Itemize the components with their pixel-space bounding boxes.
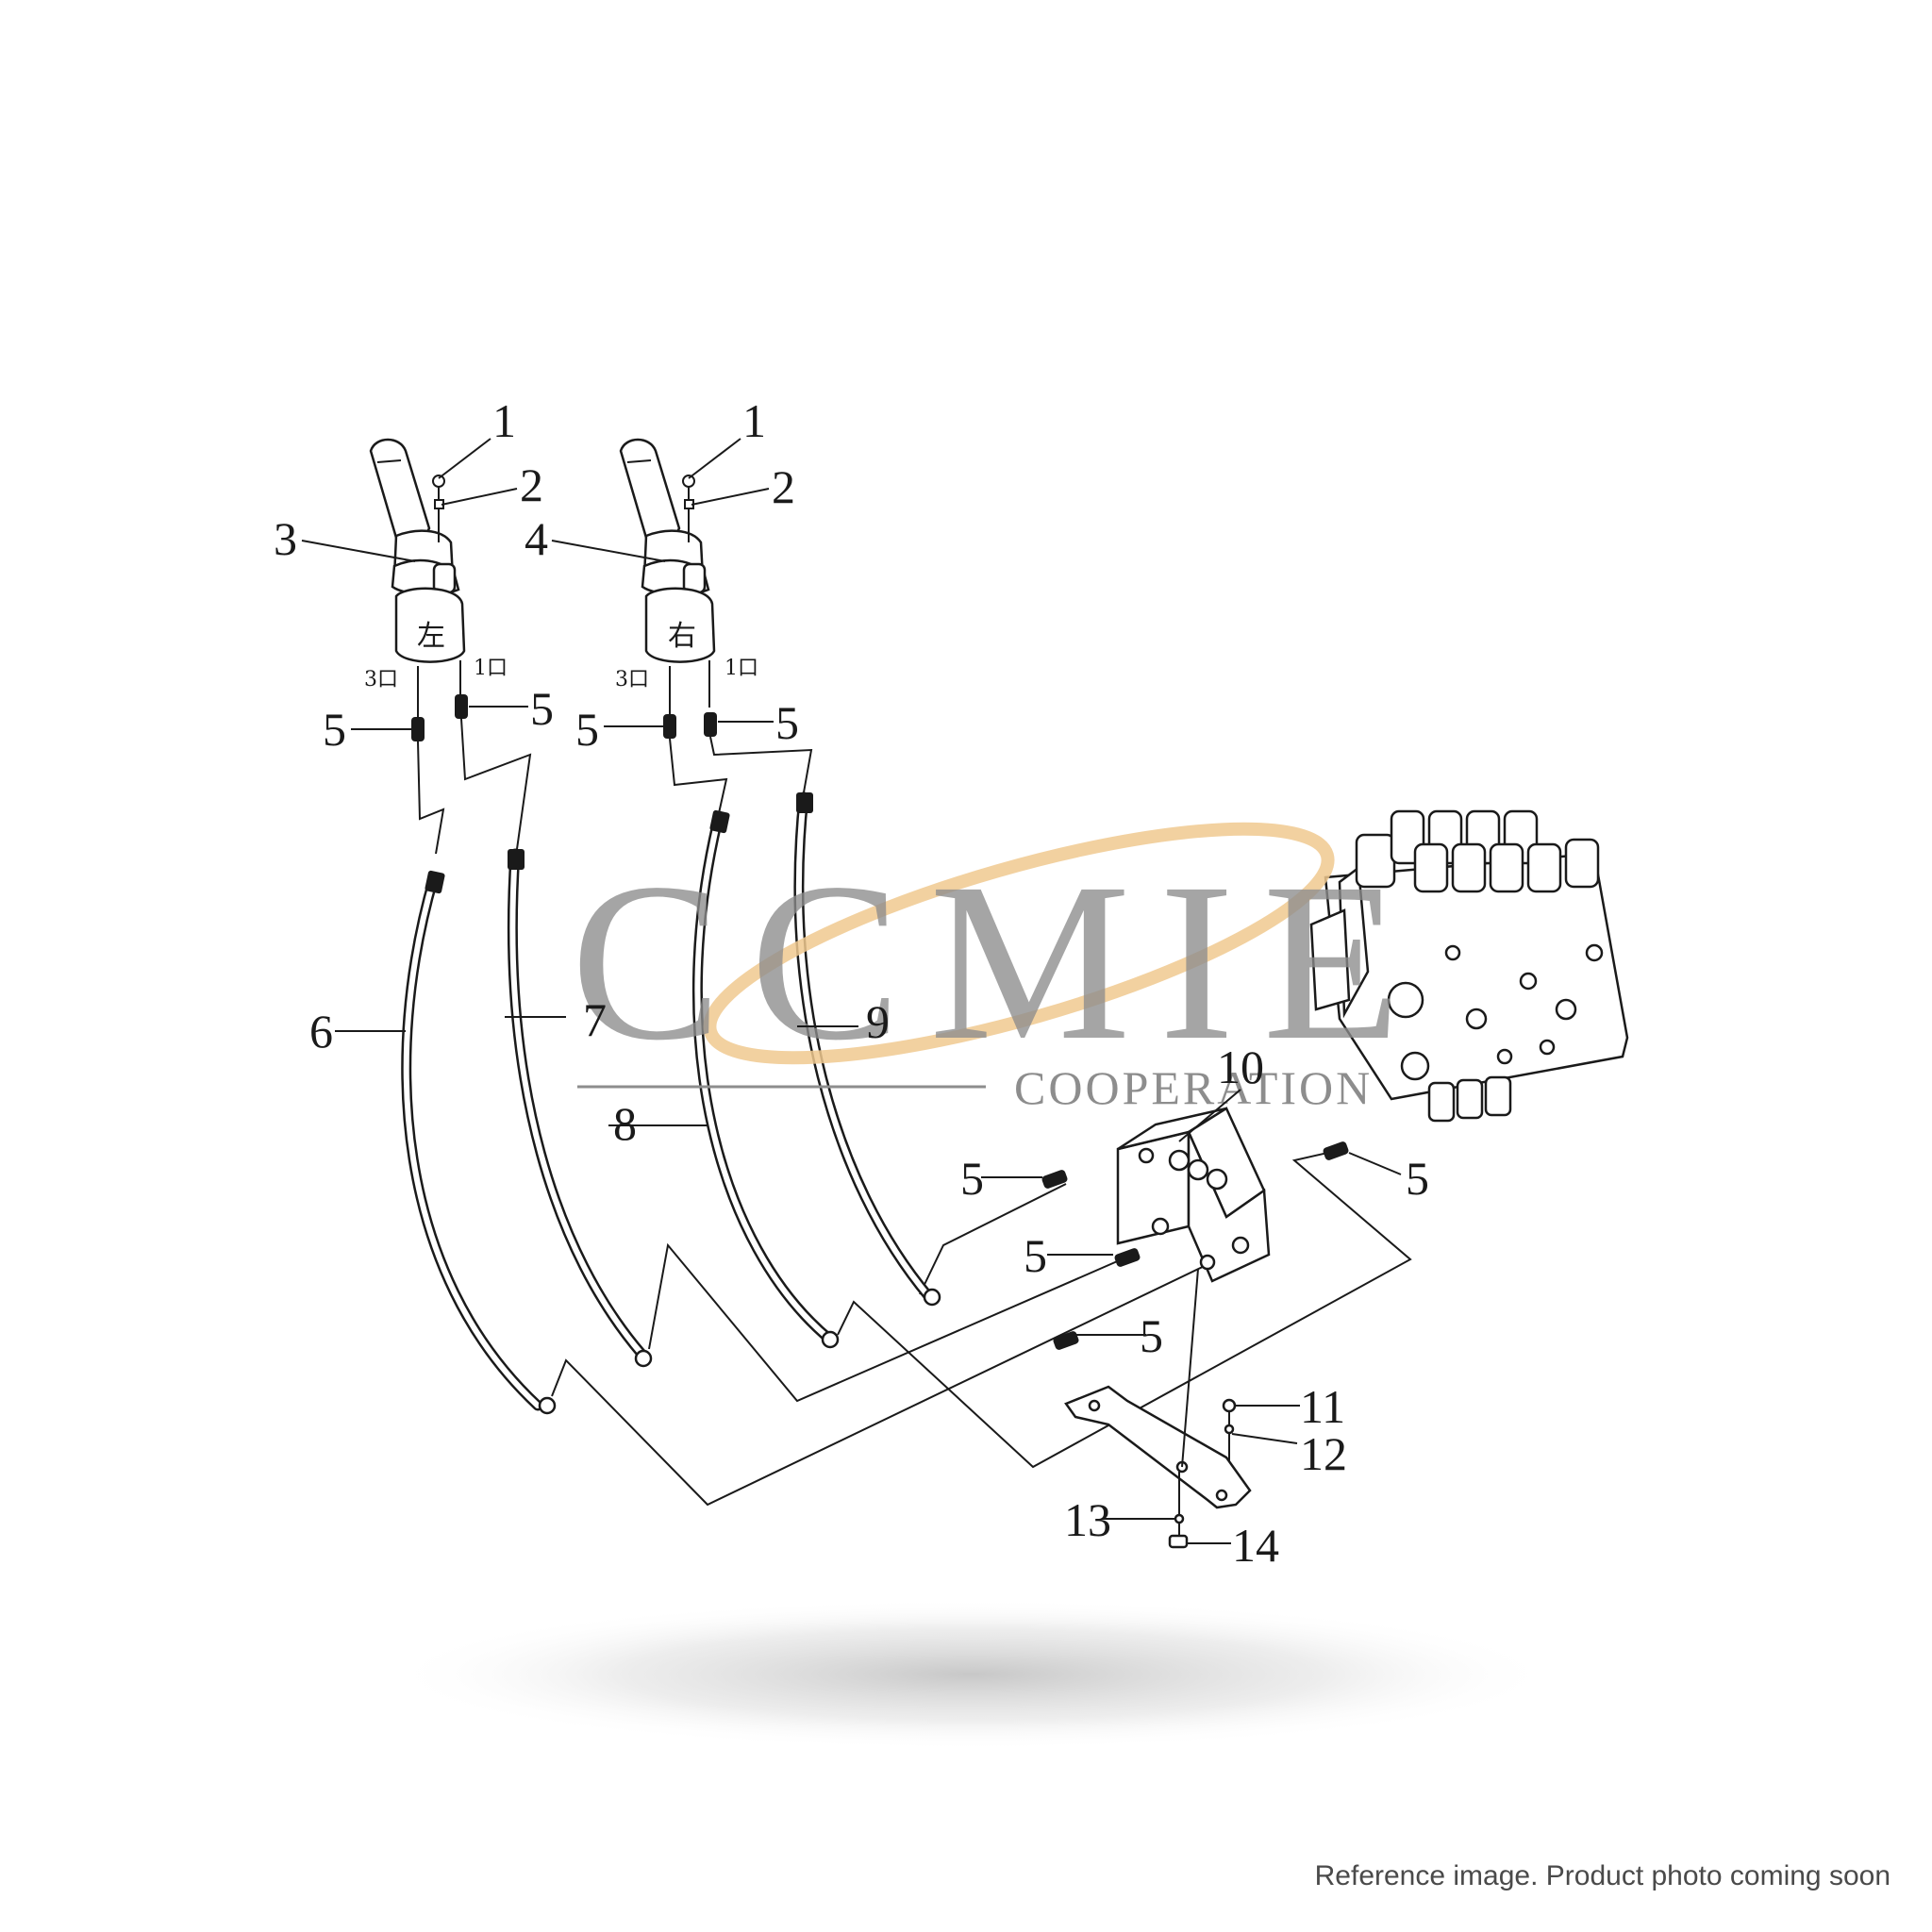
callout-3: 3 bbox=[274, 512, 297, 565]
callout-1-right: 1 bbox=[742, 394, 766, 447]
callout-5-h: 5 bbox=[1406, 1152, 1429, 1205]
callout-5-a: 5 bbox=[323, 703, 346, 756]
callout-8: 8 bbox=[613, 1097, 637, 1150]
main-control-valve bbox=[1309, 809, 1629, 1123]
callout-1-left: 1 bbox=[492, 394, 516, 447]
callout-4: 4 bbox=[525, 512, 548, 565]
right-port-1: 1口 bbox=[724, 657, 758, 680]
callout-10: 10 bbox=[1217, 1041, 1264, 1093]
callout-9: 9 bbox=[866, 995, 890, 1048]
callout-2-right: 2 bbox=[772, 460, 795, 513]
callout-5-g: 5 bbox=[1140, 1309, 1163, 1362]
callout-5-f: 5 bbox=[1024, 1229, 1047, 1282]
watermark-brand: CCMIE bbox=[571, 836, 1429, 1087]
leader-lines bbox=[301, 438, 1402, 1544]
watermark-tagline: COOPERATION bbox=[1014, 1061, 1373, 1114]
callout-2-left: 2 bbox=[520, 458, 543, 511]
right-hand-label: 右 bbox=[668, 620, 696, 653]
right-port-3: 3口 bbox=[615, 668, 649, 691]
callout-5-c: 5 bbox=[575, 703, 599, 756]
hoses bbox=[401, 791, 941, 1415]
watermark-swoosh bbox=[703, 822, 1335, 1065]
right-joystick: 右 bbox=[619, 438, 716, 722]
callout-13: 13 bbox=[1064, 1493, 1111, 1546]
watermark: CCMIE COOPERATION bbox=[571, 822, 1429, 1114]
callout-11: 11 bbox=[1300, 1380, 1345, 1433]
callout-numbers: 1 1 2 2 3 4 5 5 5 5 5 5 5 5 6 7 8 9 10 1… bbox=[274, 394, 1429, 1572]
mounting-bracket bbox=[1064, 1268, 1252, 1549]
callout-12: 12 bbox=[1300, 1427, 1347, 1480]
callout-5-d: 5 bbox=[775, 696, 799, 749]
callout-7: 7 bbox=[583, 993, 607, 1046]
callout-6: 6 bbox=[309, 1005, 333, 1058]
reference-caption: Reference image. Product photo coming so… bbox=[1314, 1860, 1890, 1891]
left-port-3: 3口 bbox=[364, 668, 398, 691]
left-hand-label: 左 bbox=[417, 620, 445, 653]
callout-14: 14 bbox=[1232, 1519, 1279, 1572]
valve-block bbox=[1116, 1107, 1271, 1283]
left-port-1: 1口 bbox=[474, 657, 508, 680]
floor-shadow bbox=[387, 1599, 1557, 1750]
connector-lines bbox=[417, 718, 1412, 1507]
callout-5-e: 5 bbox=[960, 1152, 984, 1205]
callout-5-b: 5 bbox=[530, 682, 554, 735]
